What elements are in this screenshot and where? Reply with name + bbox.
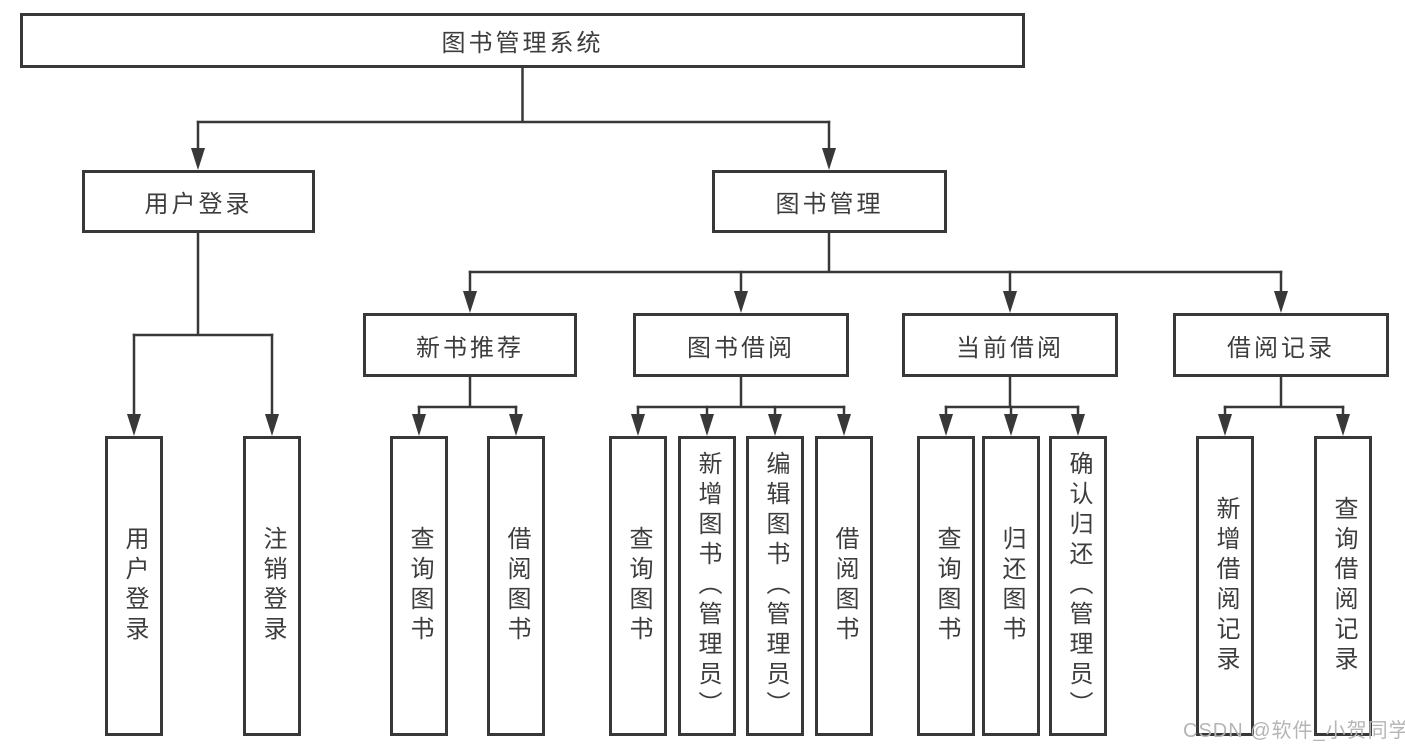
csdn-watermark: CSDN @软件_小贺同学	[1183, 720, 1405, 742]
leaf-logout: 注销登录	[243, 436, 301, 736]
leaf-borrow-books: 借阅图书	[815, 436, 873, 736]
leaf-borrow-books-recommend: 借阅图书	[487, 436, 545, 736]
leaf-return-book: 归还图书	[982, 436, 1040, 736]
node-book-management-system: 图书管理系统	[20, 13, 1025, 68]
node-user-login: 用户登录	[82, 170, 315, 233]
leaf-add-book-admin: 新增图书（管理员）	[678, 436, 736, 736]
leaf-query-books-current: 查询图书	[917, 436, 975, 736]
node-borrow-records: 借阅记录	[1173, 313, 1389, 377]
leaf-add-borrow-record: 新增借阅记录	[1196, 436, 1254, 736]
node-new-book-recommendation: 新书推荐	[363, 313, 577, 377]
node-book-borrowing: 图书借阅	[633, 313, 849, 377]
leaf-query-books-borrowing: 查询图书	[609, 436, 667, 736]
leaf-query-books-recommend: 查询图书	[390, 436, 448, 736]
leaf-query-borrow-record: 查询借阅记录	[1314, 436, 1372, 736]
leaf-edit-book-admin: 编辑图书（管理员）	[746, 436, 804, 736]
node-book-management: 图书管理	[712, 170, 947, 233]
leaf-confirm-return-admin: 确认归还（管理员）	[1049, 436, 1107, 736]
node-current-borrowing: 当前借阅	[902, 313, 1118, 377]
leaf-user-login: 用户登录	[105, 436, 163, 736]
arrowheads	[127, 148, 1350, 436]
